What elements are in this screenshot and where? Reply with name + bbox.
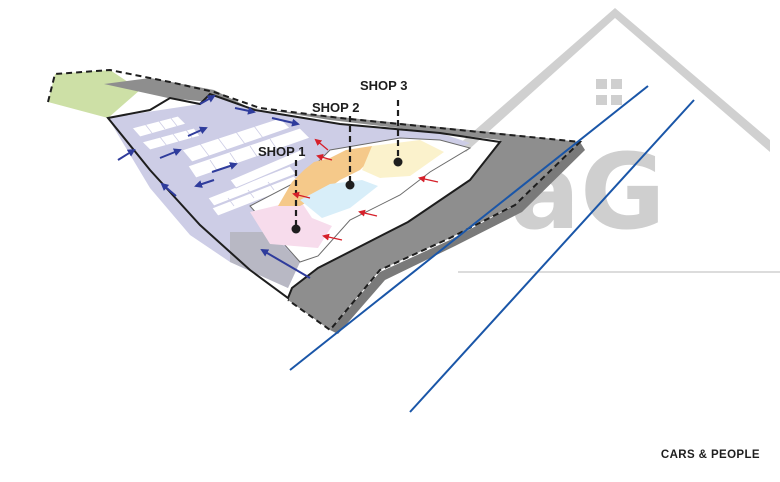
shop-1-marker bbox=[291, 224, 301, 234]
green-area bbox=[48, 70, 140, 118]
shop-3-label: SHOP 3 bbox=[360, 78, 407, 93]
shop-2-marker bbox=[345, 180, 355, 190]
shop-2-label: SHOP 2 bbox=[312, 100, 359, 115]
shop-1-unit bbox=[250, 200, 332, 248]
shop-1-label: SHOP 1 bbox=[258, 144, 305, 159]
road bbox=[104, 78, 580, 330]
people-arrow-icon bbox=[292, 138, 439, 241]
dashed-boundary bbox=[47, 68, 583, 332]
rail-lines bbox=[289, 85, 695, 413]
entrance-pad bbox=[300, 180, 378, 218]
shop-3-unit bbox=[362, 140, 444, 178]
diagram-caption: CARS & PEOPLE bbox=[660, 449, 760, 461]
car-arrow-icon bbox=[117, 95, 311, 279]
shop-2-unit bbox=[278, 146, 378, 206]
shop-3-marker bbox=[393, 157, 403, 167]
site-boundary bbox=[106, 92, 502, 300]
